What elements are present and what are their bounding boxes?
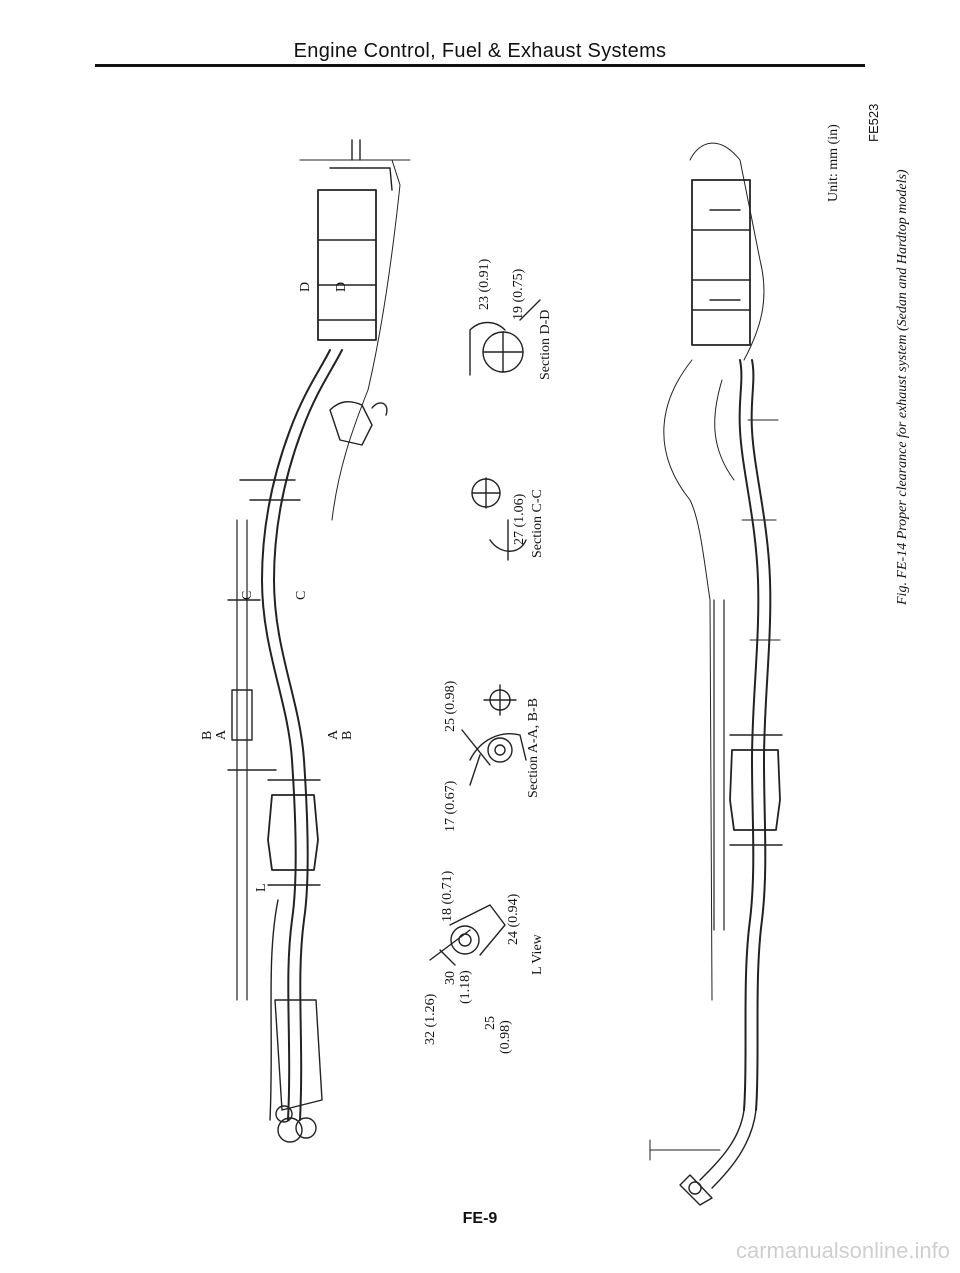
watermark: carmanualsonline.info bbox=[735, 1238, 950, 1263]
lview-dim-25-in: (0.98) bbox=[498, 1020, 513, 1054]
section-dd-title: Section D-D bbox=[538, 309, 553, 380]
figure-code: FE523 bbox=[866, 103, 881, 142]
lview-dim-32: 32 (1.26) bbox=[423, 993, 438, 1045]
section-mark-d-right: D bbox=[334, 281, 349, 292]
section-mark-c-right: C bbox=[294, 590, 309, 600]
section-mark-a-left: A bbox=[214, 729, 229, 740]
section-dd-dim-23: 23 (0.91) bbox=[477, 258, 492, 310]
lview-dim-18: 18 (0.71) bbox=[440, 870, 455, 922]
section-mark-l: L bbox=[254, 883, 269, 892]
section-mark-b-right: B bbox=[340, 730, 355, 740]
page-number: FE-9 bbox=[462, 1210, 498, 1227]
section-ab-title: Section A-A, B-B bbox=[526, 698, 541, 798]
section-mark-c-left: C bbox=[240, 590, 255, 600]
section-ab-detail bbox=[461, 684, 527, 786]
section-cc-dim-27: 27 (1.06) bbox=[512, 493, 527, 545]
right-exhaust-assembly bbox=[649, 142, 783, 1206]
section-dd-detail bbox=[469, 299, 541, 376]
page-header-title: Engine Control, Fuel & Exhaust Systems bbox=[293, 40, 667, 62]
lview-title: L View bbox=[530, 934, 545, 975]
header-rule bbox=[95, 64, 865, 67]
left-exhaust-assembly bbox=[227, 139, 411, 1143]
section-cc-detail bbox=[471, 477, 527, 561]
section-cc-title: Section C-C bbox=[530, 489, 545, 558]
lview-dim-30: 30 bbox=[443, 971, 458, 985]
lview-dim-24: 24 (0.94) bbox=[506, 893, 521, 945]
figure-caption: Fig. FE-14 Proper clearance for exhaust … bbox=[895, 169, 910, 605]
l-view-detail bbox=[429, 904, 506, 966]
section-ab-dim-25: 25 (0.98) bbox=[443, 680, 458, 732]
section-mark-d-left: D bbox=[298, 281, 313, 292]
lview-dim-30-in: (1.18) bbox=[458, 970, 473, 1004]
lview-dim-25: 25 bbox=[483, 1016, 498, 1030]
section-dd-dim-19: 19 (0.75) bbox=[511, 268, 526, 320]
unit-label: Unit: mm (in) bbox=[826, 124, 841, 202]
section-ab-dim-17: 17 (0.67) bbox=[443, 780, 458, 832]
